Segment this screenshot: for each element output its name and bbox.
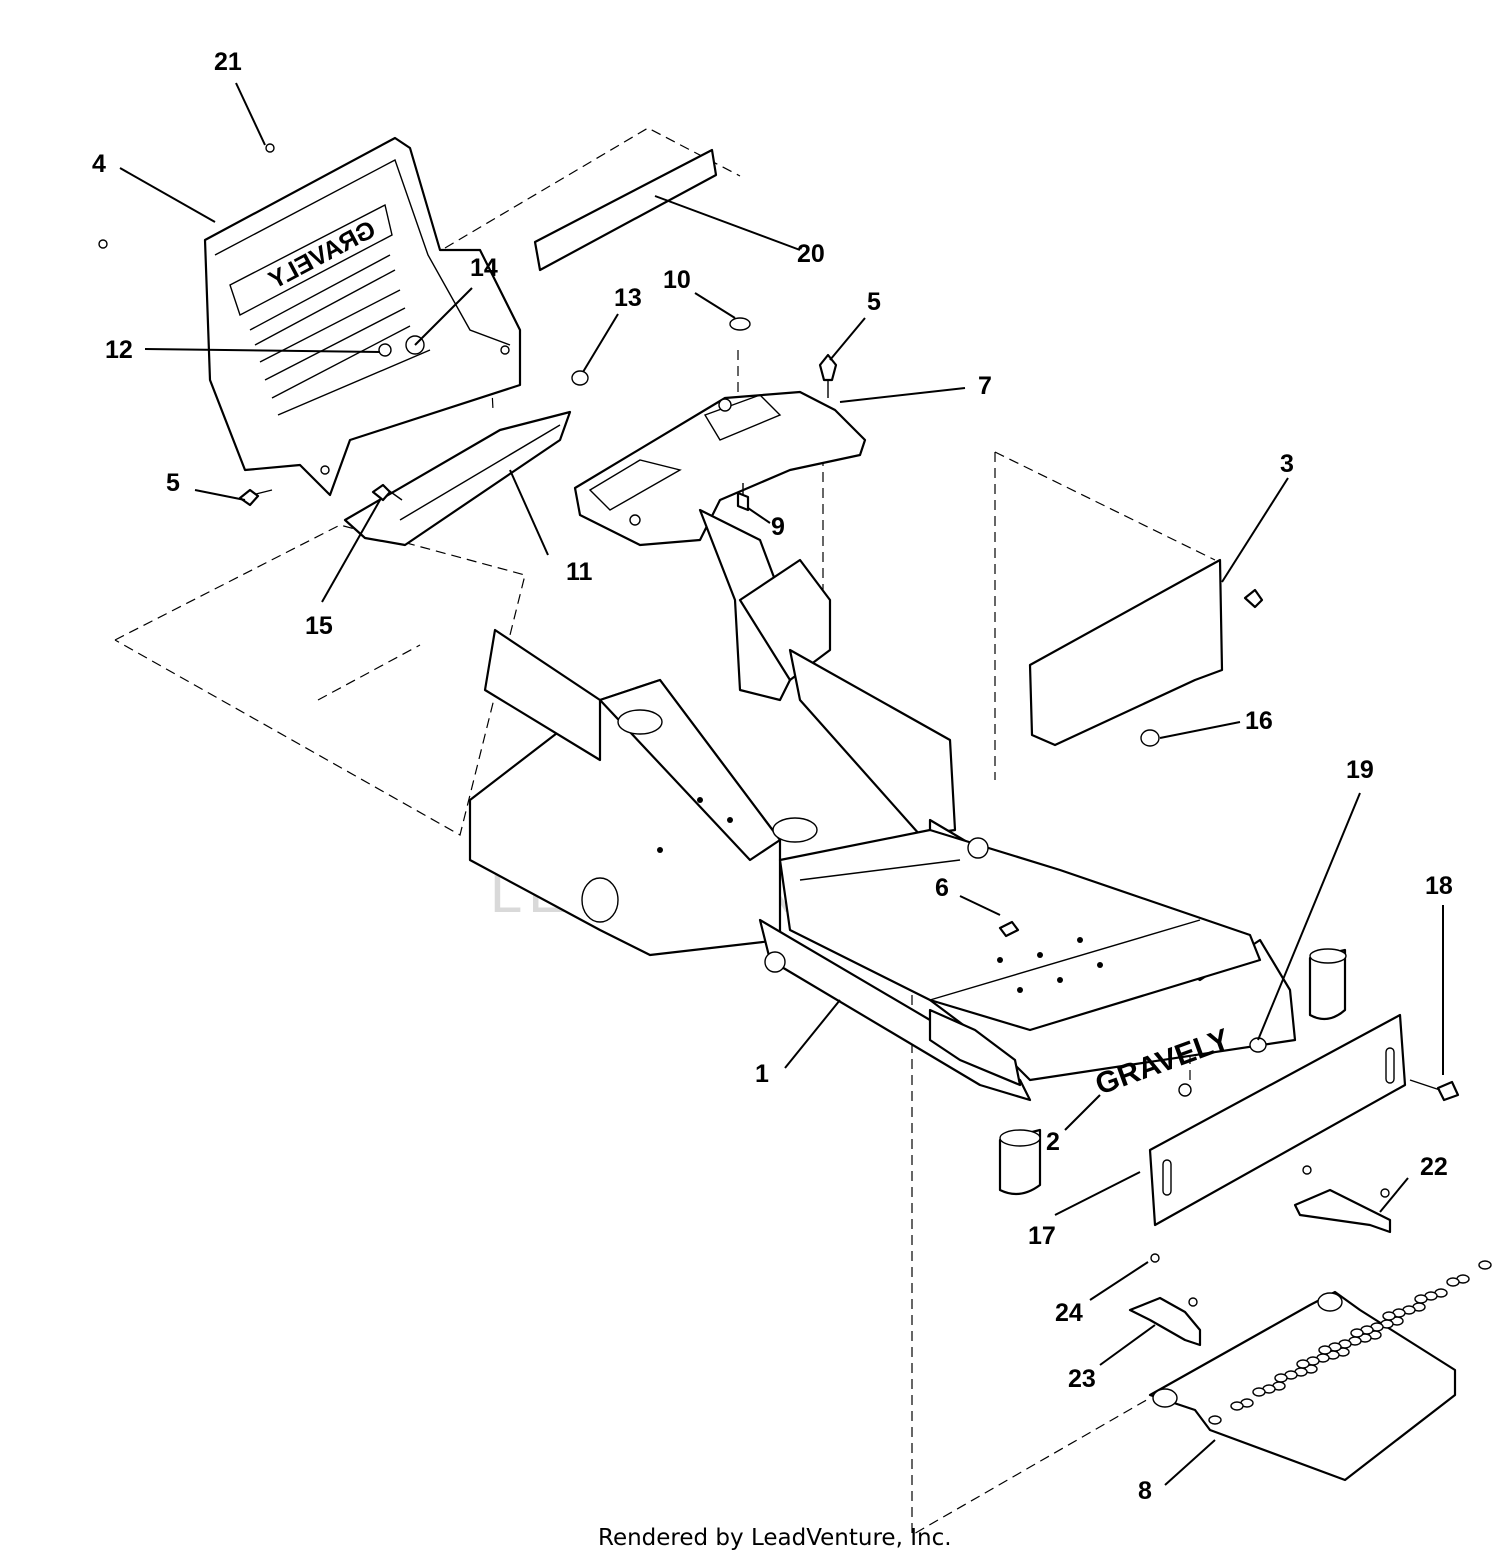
plate-hole: [1414, 1294, 1428, 1304]
callout-17: 17: [1028, 1222, 1056, 1250]
plate-hole: [1208, 1415, 1222, 1425]
callout-16: 16: [1245, 707, 1273, 735]
callout-24: 24: [1055, 1299, 1083, 1327]
part-3-side-panel: [1028, 558, 1224, 747]
callout-13: 13: [614, 284, 642, 312]
callout-5a: 5: [166, 469, 180, 497]
callout-14: 14: [470, 254, 498, 282]
part-20-strip: [533, 148, 718, 272]
plate-hole: [1478, 1260, 1492, 1270]
callout-1: 1: [755, 1060, 769, 1088]
plate-hole: [1252, 1387, 1266, 1397]
part-7-plate: [573, 390, 867, 547]
callout-19: 19: [1346, 756, 1374, 784]
callout-3: 3: [1280, 450, 1294, 478]
callout-15: 15: [305, 612, 333, 640]
callout-18: 18: [1425, 872, 1453, 900]
callout-12: 12: [105, 336, 133, 364]
plate-hole: [1296, 1359, 1310, 1369]
callout-10: 10: [663, 266, 691, 294]
callout-7: 7: [978, 372, 992, 400]
plate-hole: [1230, 1401, 1244, 1411]
callouts: 21 4 12 5 14 13 10 5 7 20 11 15 9 3 16 1…: [92, 48, 1453, 1505]
callout-2: 2: [1046, 1128, 1060, 1156]
callout-8: 8: [1138, 1477, 1152, 1505]
footer-credit: Rendered by LeadVenture, Inc.: [598, 1525, 952, 1551]
leader-lines: [119, 82, 1444, 1486]
part-11-bracket: [343, 410, 572, 547]
part-22-bracket: [1293, 1188, 1392, 1234]
callout-21: 21: [214, 48, 242, 76]
plate-hole: [1350, 1328, 1364, 1338]
callout-20: 20: [797, 240, 825, 268]
plate-hole: [1382, 1311, 1396, 1321]
part-23-bracket: [1128, 1296, 1202, 1347]
callout-11: 11: [566, 558, 593, 586]
callout-23: 23: [1068, 1365, 1096, 1393]
plate-hole: [1446, 1277, 1460, 1287]
callout-22: 22: [1420, 1153, 1448, 1181]
plate-hole: [1318, 1345, 1332, 1355]
plate-hole: [1274, 1373, 1288, 1383]
callout-5b: 5: [867, 288, 881, 316]
callout-4: 4: [92, 150, 106, 178]
part-4-rear-guard: GRAVELY: [203, 136, 522, 497]
part-8-foot-plate: [1148, 1260, 1492, 1482]
part-1-main-frame: GRAVELY: [468, 508, 1347, 1196]
callout-6: 6: [935, 874, 949, 902]
callout-9: 9: [771, 513, 785, 541]
part-17-bumper: [1148, 1013, 1407, 1227]
